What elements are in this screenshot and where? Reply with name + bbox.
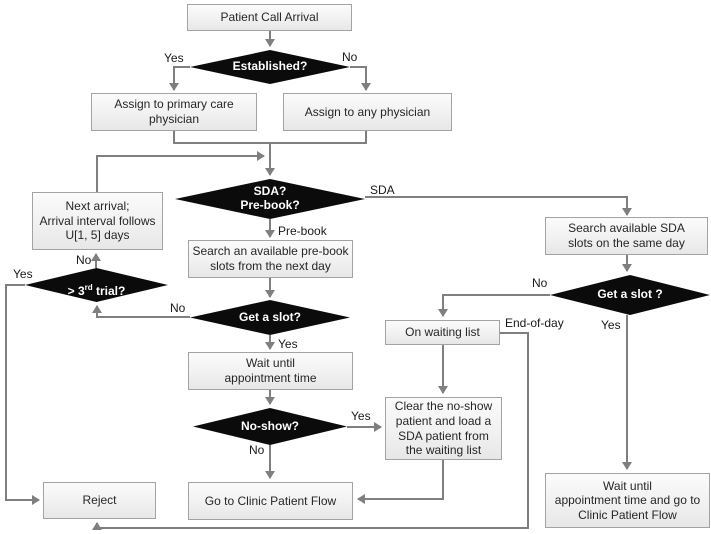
edge-sda-branch	[365, 196, 632, 216]
edge-label-noshow-yes: Yes	[351, 409, 371, 423]
edge-nextarrival-loop	[96, 151, 265, 192]
node-wait-appointment-go-clinic: Wait until appointment time and go to Cl…	[545, 473, 710, 528]
node-patient-call-arrival: Patient Call Arrival	[187, 4, 352, 31]
node-next-arrival: Next arrival; Arrival interval follows U…	[32, 192, 163, 250]
edge-label-slot-right-no: No	[532, 276, 548, 290]
edge-label-slot-right-yes: Yes	[601, 318, 621, 332]
node-wait-until-appointment: Wait until appointment time	[188, 352, 353, 390]
edge-established-yes	[169, 66, 190, 91]
edge-label-established-yes: Yes	[164, 51, 184, 65]
edge-label-established-no: No	[342, 50, 358, 64]
edge-slotright-no	[438, 294, 550, 317]
node-search-prebook-slots: Search an available pre-book slots from …	[188, 240, 353, 278]
node-go-to-clinic-patient-flow: Go to Clinic Patient Flow	[188, 482, 353, 520]
edge-label-prebook: Pre-book	[278, 224, 327, 238]
edge-label-trial-no: No	[76, 253, 92, 267]
node-clear-noshow-load-sda: Clear the no-show patient and load a SDA…	[385, 397, 502, 460]
node-reject: Reject	[43, 482, 156, 519]
edge-label-noshow-no: No	[249, 443, 265, 457]
gt3-suffix: trial?	[92, 284, 126, 298]
edge-label-trial-yes: Yes	[13, 267, 33, 281]
node-assign-any-physician: Assign to any physician	[283, 93, 452, 131]
edge-label-end-of-day: End-of-day	[505, 316, 564, 330]
gt3-superscript: rd	[84, 283, 93, 292]
edge-clear-to-goclinic	[357, 460, 444, 504]
edge-trial-yes-to-reject	[5, 284, 40, 505]
gt3-prefix: > 3	[67, 284, 85, 298]
edge-established-no	[350, 66, 371, 91]
node-search-sda-slots: Search available SDA slots on the same d…	[545, 217, 708, 255]
edge-label-slot-mid-no: No	[170, 301, 186, 315]
edge-slotmid-no	[92, 305, 190, 318]
node-assign-primary-care-physician: Assign to primary care physician	[91, 93, 257, 131]
node-on-waiting-list: On waiting list	[385, 320, 500, 345]
edge-endofday-to-reject	[92, 332, 529, 530]
edge-label-sda: SDA	[370, 183, 395, 197]
edge-label-slot-mid-yes: Yes	[278, 337, 298, 351]
edge-assign-merge	[173, 131, 367, 144]
